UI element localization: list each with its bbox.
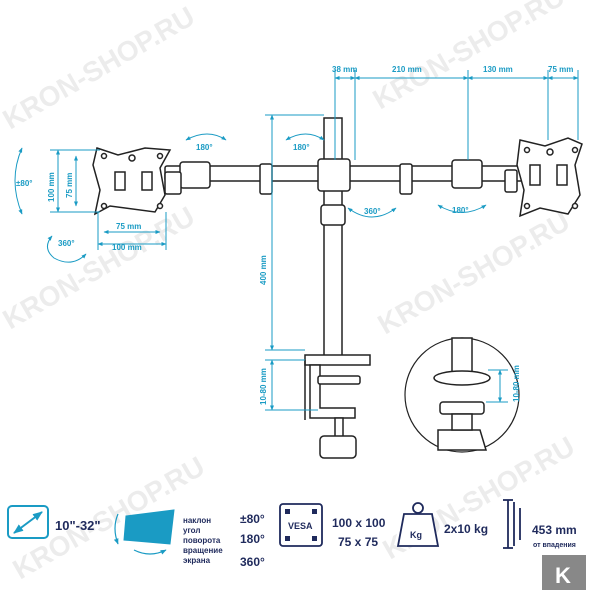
vesa-plate-left xyxy=(92,147,172,216)
pole xyxy=(323,117,343,357)
motion-label-3: поворота xyxy=(183,536,221,545)
tilt-value: ±80° xyxy=(240,512,265,526)
dimension-lines xyxy=(14,70,579,411)
rot-pole: 360° xyxy=(364,207,381,216)
joint-left xyxy=(179,161,211,189)
dim-plate-100-h: 100 mm xyxy=(112,243,142,252)
joint-right-2 xyxy=(451,159,483,189)
clamp-top xyxy=(304,354,371,366)
dim-400: 400 mm xyxy=(259,255,268,285)
rot-arm-right: 180° xyxy=(452,206,469,215)
joint-center xyxy=(317,158,351,192)
turn-value: 180° xyxy=(240,532,265,546)
rot-arm-mid: 180° xyxy=(293,143,310,152)
dimension-labels: 38 mm 210 mm 130 mm 75 mm 400 mm 10-80 m… xyxy=(16,65,573,405)
joint-right-1 xyxy=(399,163,413,195)
rot-tilt: ±80° xyxy=(16,179,33,188)
spec-bar: 10"-32" наклон угол поворота вращение эк… xyxy=(7,499,586,590)
clamp-knob xyxy=(319,435,357,459)
vesa-value-1: 100 x 100 xyxy=(332,516,386,530)
watermark-3: KRON-SHOP.RU xyxy=(0,200,200,335)
dim-plate-75-v: 75 mm xyxy=(65,173,74,198)
weight-value: 2x10 kg xyxy=(444,522,488,536)
vesa-badge: VESA xyxy=(279,503,323,547)
height-caption: от впадения xyxy=(533,542,576,549)
screen-size-icon xyxy=(7,505,49,539)
rot-arm-left: 180° xyxy=(196,143,213,152)
dim-130: 130 mm xyxy=(483,65,513,74)
motion-label-5: экрана xyxy=(183,556,211,565)
tilt-swivel-icon xyxy=(113,509,175,555)
motion-label-2: угол xyxy=(183,526,200,535)
clamp-screw xyxy=(334,417,344,439)
rotate-value: 360° xyxy=(240,555,265,569)
vesa-plate-right xyxy=(516,137,583,218)
weight-icon: Kg xyxy=(396,502,440,547)
joint-left-2 xyxy=(259,163,273,195)
weight-label: Kg xyxy=(410,530,422,540)
watermark-4: KRON-SHOP.RU xyxy=(373,205,575,340)
height-icon xyxy=(503,499,521,549)
pole-collar xyxy=(320,204,346,226)
motion-label-1: наклон xyxy=(183,516,211,525)
dim-plate-100-v: 100 mm xyxy=(47,172,56,202)
brand-logo: K xyxy=(542,555,586,590)
dim-38: 38 mm xyxy=(332,65,357,74)
watermark-1: KRON-SHOP.RU xyxy=(0,0,200,135)
logo-letter: K xyxy=(555,563,571,588)
clamp-body xyxy=(309,364,356,419)
watermark-2: KRON-SHOP.RU xyxy=(368,0,570,115)
clamp-detail xyxy=(404,337,520,453)
dim-detail-clamp: 10-80 mm xyxy=(512,365,521,402)
dim-clamp: 10-80 mm xyxy=(259,368,268,405)
screen-size-value: 10"-32" xyxy=(55,518,101,533)
rot-screen: 360° xyxy=(58,239,75,248)
height-value: 453 mm xyxy=(532,523,577,537)
watermarks: KRON-SHOP.RU KRON-SHOP.RU KRON-SHOP.RU K… xyxy=(0,0,580,585)
vesa-label: VESA xyxy=(288,521,313,531)
dim-plate-75-h: 75 mm xyxy=(116,222,141,231)
joint-end-right xyxy=(504,169,518,193)
vesa-value-2: 75 x 75 xyxy=(338,535,378,549)
monitor-arm-drawing xyxy=(164,117,524,459)
clamp-plate xyxy=(317,375,361,385)
motion-label-4: вращение xyxy=(183,546,223,555)
dim-75-top: 75 mm xyxy=(548,65,573,74)
dim-210: 210 mm xyxy=(392,65,422,74)
joint-end-left xyxy=(164,171,182,195)
